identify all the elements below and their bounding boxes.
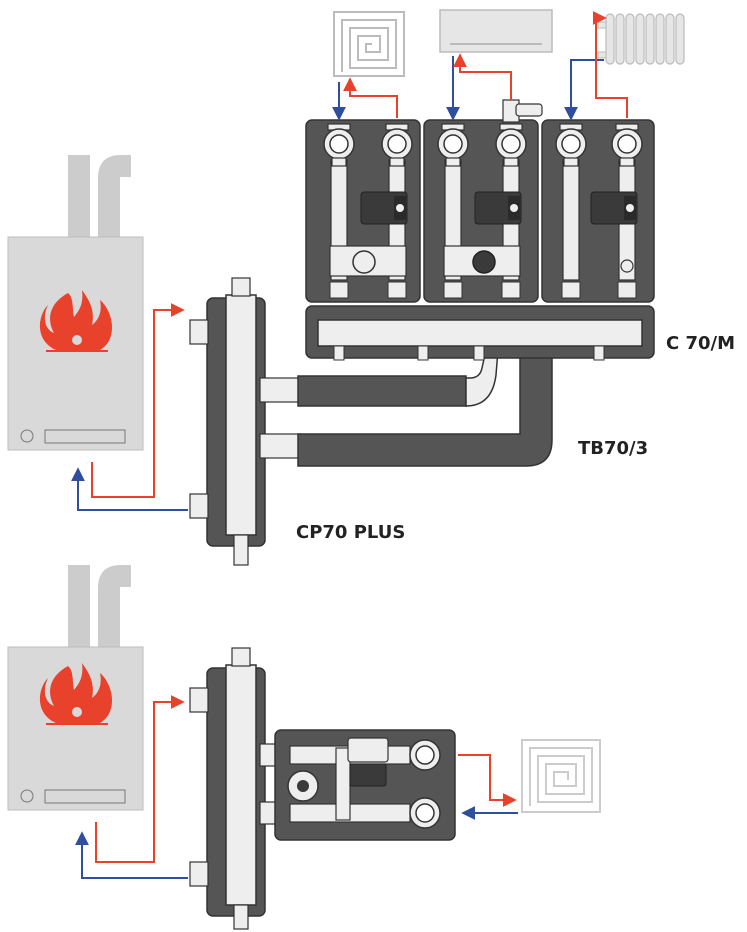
boiler-top bbox=[7, 155, 144, 451]
supply-line-bottom bbox=[95, 695, 185, 863]
radiator-icon bbox=[597, 13, 685, 65]
label-connection-pipe: TB70/3 bbox=[578, 438, 649, 459]
supply-line-top bbox=[91, 303, 185, 498]
boiler-display bbox=[44, 429, 126, 444]
supply-line-fancoil bbox=[453, 53, 512, 100]
separator-body bbox=[225, 294, 257, 536]
fan-coil-icon bbox=[439, 9, 553, 53]
mixing-module-1 bbox=[305, 119, 421, 303]
direct-module-3 bbox=[541, 119, 655, 303]
boiler-icon bbox=[7, 646, 144, 811]
supply-line-radiator bbox=[592, 11, 628, 118]
floor-heating-icon bbox=[333, 11, 405, 77]
hydraulic-separator-bottom bbox=[189, 647, 291, 930]
label-hydraulic-separator: CP70 PLUS bbox=[296, 522, 406, 543]
mixing-module-bottom bbox=[274, 729, 456, 841]
flue-pipe-bend bbox=[98, 155, 131, 240]
air-vent bbox=[231, 277, 251, 297]
floor-heating-icon bbox=[521, 739, 601, 813]
flame-icon bbox=[39, 290, 113, 352]
manifold-body bbox=[317, 319, 643, 347]
return-line-top bbox=[71, 467, 188, 511]
return-line-bottom bbox=[75, 831, 188, 879]
return-line-radiator bbox=[564, 59, 604, 121]
mixing-module-2 bbox=[423, 99, 543, 303]
connection-pipe-tb70 bbox=[297, 339, 555, 467]
boiler-bottom bbox=[7, 565, 144, 811]
manifold-c70 bbox=[305, 305, 655, 361]
supply-line-floor-bottom bbox=[458, 754, 517, 807]
boiler-indicator bbox=[20, 429, 34, 443]
drain-valve bbox=[233, 534, 249, 566]
hydraulic-separator-top bbox=[189, 277, 301, 566]
supply-line-floor bbox=[343, 77, 398, 118]
label-manifold: C 70/M bbox=[666, 333, 736, 354]
flue-pipe-left bbox=[68, 155, 90, 240]
flame-icon bbox=[39, 663, 113, 725]
